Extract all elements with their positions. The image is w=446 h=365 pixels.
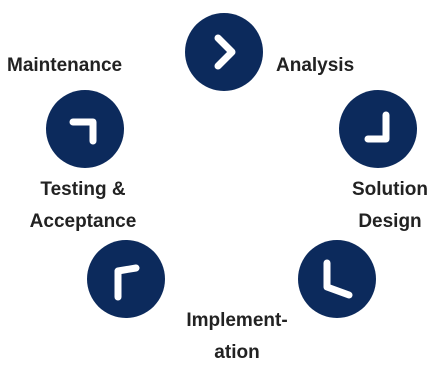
step-label-line: Solution [352,179,428,200]
corner-up-right-icon [46,90,124,168]
step-label-analysis: Analysis [276,55,355,76]
step-label-line: Testing & [40,179,126,200]
chevron-right-icon [185,13,263,91]
step-label-solution-design: Solution Design [338,178,442,233]
step-label-line: Implement- [186,310,288,331]
corner-down-left-icon [298,240,376,318]
step-label-implementation: Implement- ation [168,309,306,364]
corner-down-right-icon [339,90,417,168]
corner-up-left-icon [87,240,165,318]
step-label-testing-acceptance: Testing & Acceptance [8,178,158,233]
step-label-line: ation [214,342,260,363]
step-label-line: Acceptance [29,211,137,232]
step-label-maintenance: Maintenance [7,55,123,76]
step-label-line: Design [358,211,422,232]
top-clipped-text [150,0,300,4]
